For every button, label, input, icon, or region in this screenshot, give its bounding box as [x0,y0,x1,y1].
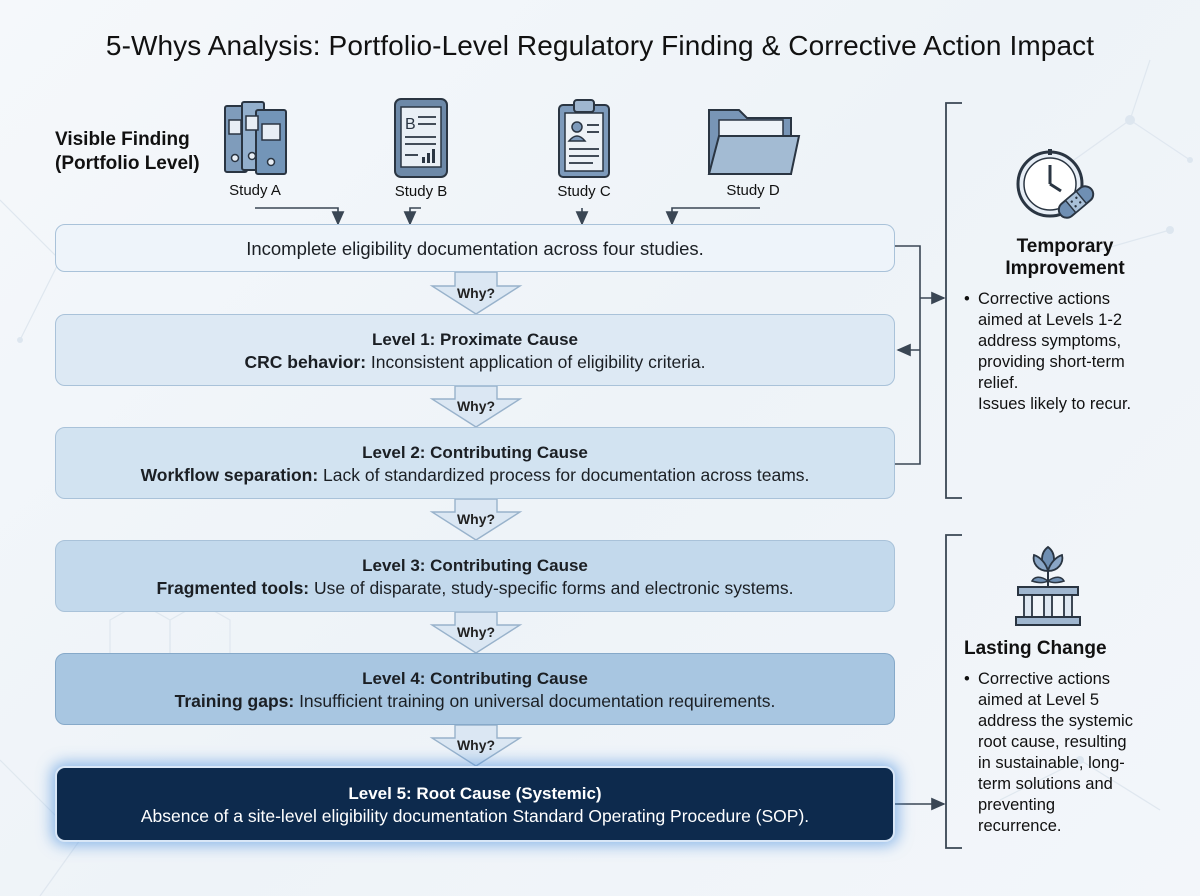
level-4-box: Level 4: Contributing Cause Training gap… [55,653,895,725]
finding-text: Incomplete eligibility documentation acr… [246,238,704,259]
visible-finding-line1: Visible Finding [55,129,190,150]
level-5-heading: Level 5: Root Cause (Systemic) [348,784,602,803]
level-2-heading: Level 2: Contributing Cause [362,443,588,462]
level-4-key: Training gaps: [174,691,295,711]
temporary-bullet-line: providing short-term [978,353,1125,371]
study-d-arrow [665,207,760,226]
study-d-label: Study D [726,182,780,199]
level-2-box: Level 2: Contributing Cause Workflow sep… [55,427,895,499]
tablet-document-icon: B [394,98,448,178]
temporary-bullet-line: address symptoms, [978,332,1122,350]
level-4-text: Insufficient training on universal docum… [294,691,776,711]
lasting-bracket [945,534,962,849]
study-a: Study A [195,100,315,199]
study-c-label: Study C [557,183,611,200]
study-a-arrow [255,207,345,226]
study-b: B Study B [361,97,481,200]
visible-finding-line2: (Portfolio Level) [55,153,200,174]
lasting-bullet-line: Corrective actions [978,670,1111,688]
temporary-title: Temporary Improvement [965,236,1165,280]
clipboard-profile-icon [558,99,610,178]
temporary-title-line1: Temporary [1016,236,1114,257]
temporary-bullet-line: aimed at Levels 1-2 [978,311,1122,329]
why-arrow-0 [429,271,523,315]
lasting-bullet-line: aimed at Level 5 [978,691,1100,709]
temporary-bullet-line: Corrective actions [978,290,1111,308]
level-1-key: CRC behavior: [244,352,367,372]
why-label-3: Why? [456,624,496,640]
why-arrow-1 [429,385,523,428]
temporary-bullet-text: Corrective actions aimed at Levels 1-2 a… [978,289,1131,415]
level-3-text: Use of disparate, study-specific forms a… [309,578,794,598]
study-c: Study C [524,97,644,200]
level-5-box: Level 5: Root Cause (Systemic) Absence o… [55,766,895,842]
folder-icon [707,109,801,175]
temporary-bullet-line: Issues likely to recur. [978,395,1132,413]
why-arrow-4 [429,724,523,767]
study-a-label: Study A [229,182,281,199]
finding-box: Incomplete eligibility documentation acr… [55,224,895,272]
level-1-text: Inconsistent application of eligibility … [366,352,706,372]
svg-text:B: B [405,116,416,133]
lasting-title: Lasting Change [964,638,1107,659]
why-arrow-3 [429,611,523,654]
diagram-title: 5-Whys Analysis: Portfolio-Level Regulat… [105,30,1095,61]
lasting-bullet: • Corrective actions aimed at Level 5 ad… [964,669,1133,837]
why-label-4: Why? [456,737,496,753]
flower-pillars-icon [1015,545,1081,626]
temporary-bullet: • Corrective actions aimed at Levels 1-2… [964,289,1132,415]
temporary-bracket [945,102,962,499]
level-5-text: Absence of a site-level eligibility docu… [140,806,810,826]
level-1-heading: Level 1: Proximate Cause [372,330,578,349]
level-3-box: Level 3: Contributing Cause Fragmented t… [55,540,895,612]
level-1-box: Level 1: Proximate Cause CRC behavior: I… [55,314,895,386]
why-label-2: Why? [456,511,496,527]
lasting-bullet-line: root cause, resulting [978,733,1127,751]
level-3-heading: Level 3: Contributing Cause [362,556,588,575]
lasting-bullet-line: in sustainable, long- [978,754,1125,772]
study-b-arrow [403,207,421,226]
lasting-bullet-line: recurrence. [978,817,1062,835]
lasting-bullet-line: term solutions and [978,775,1113,793]
level-2-text: Lack of standardized process for documen… [318,465,810,485]
study-d: Study D [693,102,813,199]
level-4-heading: Level 4: Contributing Cause [362,669,588,688]
why-label-1: Why? [456,398,496,414]
lasting-bullet-line: preventing [978,796,1056,814]
temporary-bullet-line: relief. [978,374,1019,392]
why-label-0: Why? [456,285,496,301]
clock-bandage-icon [1016,149,1095,219]
lasting-bullet-text: Corrective actions aimed at Level 5 addr… [978,669,1133,837]
binders-icon [224,101,287,175]
level-3-key: Fragmented tools: [156,578,310,598]
why-arrow-2 [429,498,523,541]
study-b-label: Study B [394,183,448,200]
temporary-title-line2: Improvement [1005,258,1125,279]
visible-finding-label: Visible Finding (Portfolio Level) [55,128,225,176]
level-2-key: Workflow separation: [140,465,319,485]
lasting-bullet-line: address the systemic [978,712,1133,730]
